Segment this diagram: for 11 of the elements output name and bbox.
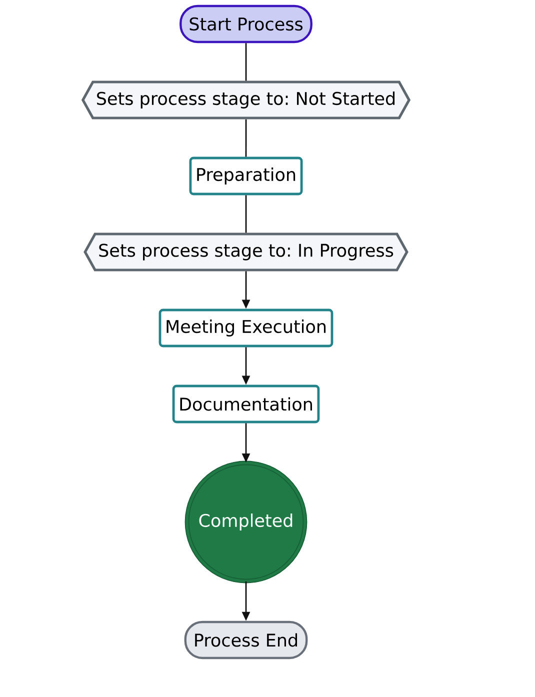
terminal-box: Start Process — [180, 4, 312, 44]
connector-line — [245, 195, 247, 233]
circle-node: Completed — [184, 460, 308, 584]
process-box: Preparation — [189, 156, 303, 196]
connector-line — [245, 43, 247, 81]
hexagon-box: Sets process stage to: Not Started — [81, 80, 411, 120]
process-box: Meeting Execution — [158, 308, 334, 348]
process-box: Documentation — [172, 384, 320, 424]
terminal-box: Process End — [184, 620, 308, 660]
connector-line — [245, 119, 247, 157]
hexagon-box: Sets process stage to: In Progress — [84, 232, 408, 272]
